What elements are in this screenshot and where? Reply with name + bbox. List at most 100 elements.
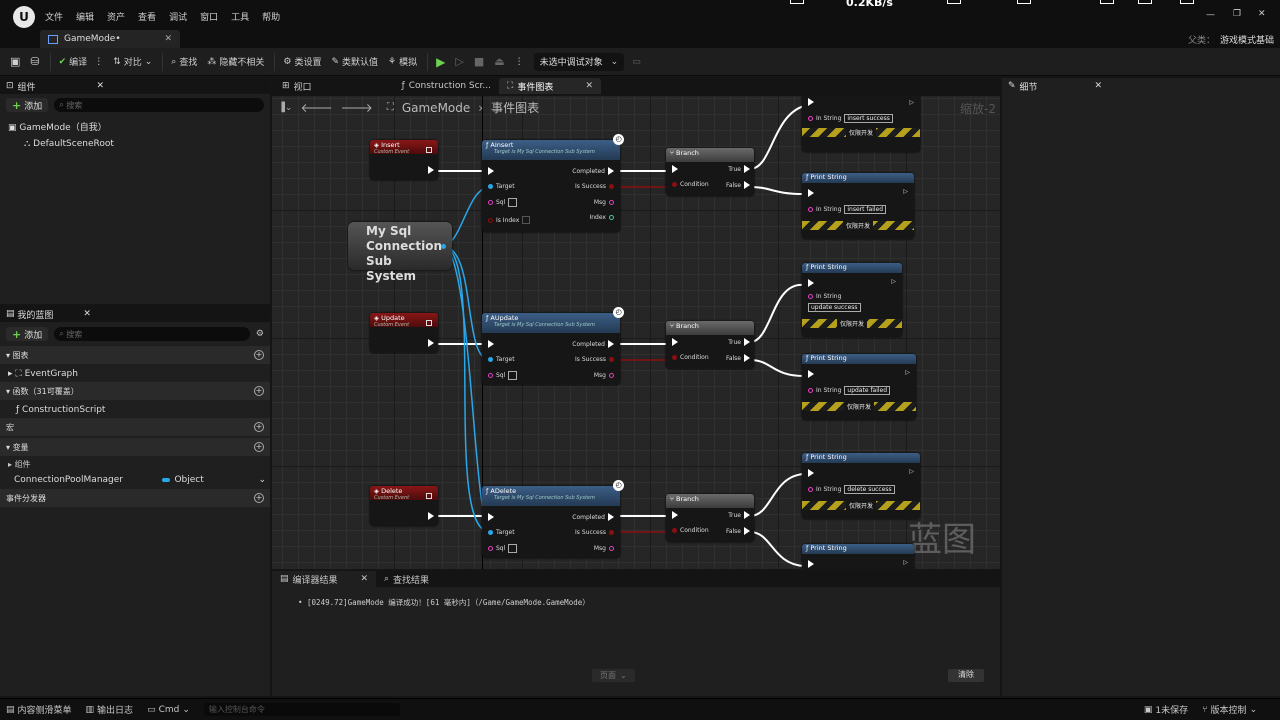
clear-button[interactable]: 清除 [948,669,984,682]
tab-compiler-results[interactable]: ▤编译器结果✕ [272,571,376,587]
close-icon[interactable]: ✕ [585,81,594,91]
step-icon[interactable]: ▷ [455,55,464,68]
construction-script-item[interactable]: ƒ ConstructionScript [16,405,106,415]
components-close-icon[interactable]: ✕ [96,81,104,91]
tab-event-graph[interactable]: ⛶事件图表✕ [499,78,602,94]
branch-node-insert[interactable]: ⑂ Branch Condition True False [666,148,754,196]
details-close-icon[interactable]: ✕ [1094,81,1102,91]
find-button[interactable]: ⌕查找 [171,56,198,69]
class-defaults-button[interactable]: ✎类默认值 [331,56,379,69]
tab-viewport[interactable]: ⊞视口 [282,81,312,93]
hide-unrelated-button[interactable]: ⁂隐藏不相关 [207,56,265,69]
plus-icon: + [12,327,22,341]
log-icon: ▥ [85,704,95,715]
branch-node-update[interactable]: ⑂ Branch Condition True False [666,321,754,369]
component-child[interactable]: ⛬ DefaultSceneRoot [24,139,114,149]
event-graph-item[interactable]: ▸ ⛶ EventGraph [8,369,78,379]
unsaved-indicator[interactable]: ▣1未保存 [1143,704,1189,717]
unreal-logo[interactable]: U [13,6,35,28]
component-root[interactable]: ▣ GameMode（自我） [8,123,107,133]
components-category[interactable]: ▸ 组件 [8,460,31,469]
menu-view[interactable]: 查看 [138,13,157,23]
source-control-button[interactable]: ⑂版本控制⌄ [1202,704,1258,717]
subsystem-getter-node[interactable]: My Sql Connection Sub System [348,222,452,283]
debug-target-dropdown[interactable]: 未选中调试对象⌄ [533,52,625,71]
stop-icon[interactable]: ■ [473,55,485,68]
section-dispatchers[interactable]: 事件分发器+ [0,489,270,507]
add-component-button[interactable]: +添加 [6,98,49,112]
find-icon: ⌕ [171,56,177,67]
play-icon[interactable]: ▶ [436,54,446,69]
maximize-icon[interactable]: ❐ [1233,9,1242,19]
menu-asset[interactable]: 资产 [107,13,126,23]
variable-row[interactable]: ConnectionPoolManager Object⌄ [14,475,266,485]
play-options-icon[interactable]: ⋮ [514,56,524,67]
menu-edit[interactable]: 编辑 [76,13,95,23]
menu-tools[interactable]: 工具 [231,13,250,23]
class-settings-button[interactable]: ⚙类设置 [283,56,322,69]
section-macros[interactable]: 宏+ [0,418,270,436]
blueprint-icon: ▤ [6,309,18,319]
console-input[interactable]: 输入控制台命令 [203,703,400,716]
parent-label: 父类： [1188,36,1216,46]
tab-gamemode[interactable]: GameMode• ✕ [40,30,180,48]
parent-class: 父类： 游戏模式基础 [1188,33,1274,46]
debug-icon[interactable]: ▭ [632,56,641,67]
close-icon[interactable]: ✕ [360,574,368,584]
components-search[interactable]: ⌕ 搜索 [54,98,264,112]
content-drawer-button[interactable]: ▤内容侧滑菜单 [6,704,72,717]
diff-button[interactable]: ⇅对比⌄ [113,56,153,69]
graph-breadcrumb: ▐⌄ 🡐 🡒 ⛶ GameMode›事件图表 [278,100,540,116]
branch-node-delete[interactable]: ⑂ Branch Condition True False [666,494,754,542]
save-icon[interactable]: ▣ [10,55,21,68]
compile-button[interactable]: ✔编译⋮ [58,56,104,69]
minimize-icon[interactable]: — [1206,10,1215,20]
parent-value[interactable]: 游戏模式基础 [1220,36,1275,46]
viewport-icon: ⊞ [282,81,290,91]
menu-help[interactable]: 帮助 [262,13,281,23]
blueprint-search[interactable]: ⌕ 搜索 [54,327,250,341]
eject-icon[interactable]: ⏏ [494,55,505,68]
hide-panel-icon[interactable]: ▐⌄ [278,102,293,113]
latent-clock-icon: ◴ [613,307,624,318]
tab-find-results[interactable]: ⌕查找结果 [384,574,430,586]
add-macro-icon[interactable]: + [254,422,264,432]
add-variable-icon[interactable]: + [254,442,264,452]
my-blueprint-close-icon[interactable]: ✕ [83,309,91,319]
back-arrow-icon[interactable]: 🡐 [300,101,333,115]
print-delete-failed[interactable]: ƒ Print String ▷ [802,544,914,569]
menu-file[interactable]: 文件 [45,13,64,23]
section-functions[interactable]: ▾ 函数（31可覆盖）+ [0,382,270,400]
simulate-button[interactable]: ⚘模拟 [388,56,418,69]
forward-arrow-icon[interactable]: 🡒 [340,101,373,115]
section-graphs[interactable]: ▾ 图表+ [0,346,270,364]
output-log-button[interactable]: ▥输出日志 [85,704,134,717]
add-dispatcher-icon[interactable]: + [254,493,264,503]
menu-debug[interactable]: 调试 [169,13,188,23]
close-icon[interactable]: ✕ [1258,9,1266,19]
add-function-icon[interactable]: + [254,386,264,396]
add-member-button[interactable]: +添加 [6,327,49,341]
cmd-dropdown[interactable]: ▭Cmd⌄ [147,704,190,715]
browse-icon[interactable]: ⛁ [30,55,40,68]
function-icon: ƒ [486,487,489,495]
add-graph-icon[interactable]: + [254,350,264,360]
settings-icon[interactable]: ⚙ [255,329,264,339]
page-dropdown[interactable]: 页面⌄ [592,669,635,682]
tab-close-icon[interactable]: ✕ [164,34,172,44]
section-variables[interactable]: ▾ 变量+ [0,438,270,456]
menu-window[interactable]: 窗口 [200,13,219,23]
